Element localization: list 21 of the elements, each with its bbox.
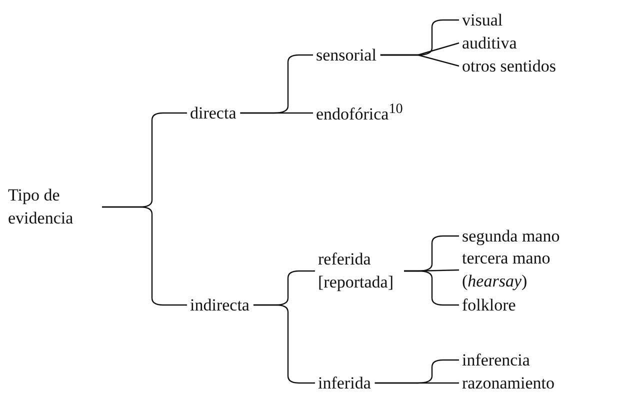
category-label: segunda mano [462, 224, 560, 248]
category-label: sensorial [316, 43, 376, 67]
brace-connector [374, 382, 459, 384]
brace-connector [240, 112, 313, 114]
brace-connector [253, 304, 315, 384]
category-label: indirecta [190, 293, 250, 317]
category-label: directa [190, 101, 236, 125]
category-label: tercera mano (hearsay) [462, 246, 560, 294]
category-label: Tipo de evidencia [8, 184, 98, 230]
category-label: folklore [462, 293, 516, 317]
category-label: razonamiento [462, 371, 555, 395]
brace-connector [404, 270, 459, 306]
category-label: inferencia [462, 348, 530, 372]
category-label: visual [462, 8, 503, 32]
category-label: auditiva [462, 31, 517, 55]
category-label: endofórica$^{10}$ [316, 100, 403, 126]
brace-connector [102, 206, 187, 306]
category-label: referida [reportada] [318, 248, 400, 294]
category-label: otros sentidos [462, 54, 556, 78]
category-label: inferida [318, 371, 371, 395]
brace-connector [380, 54, 460, 67]
